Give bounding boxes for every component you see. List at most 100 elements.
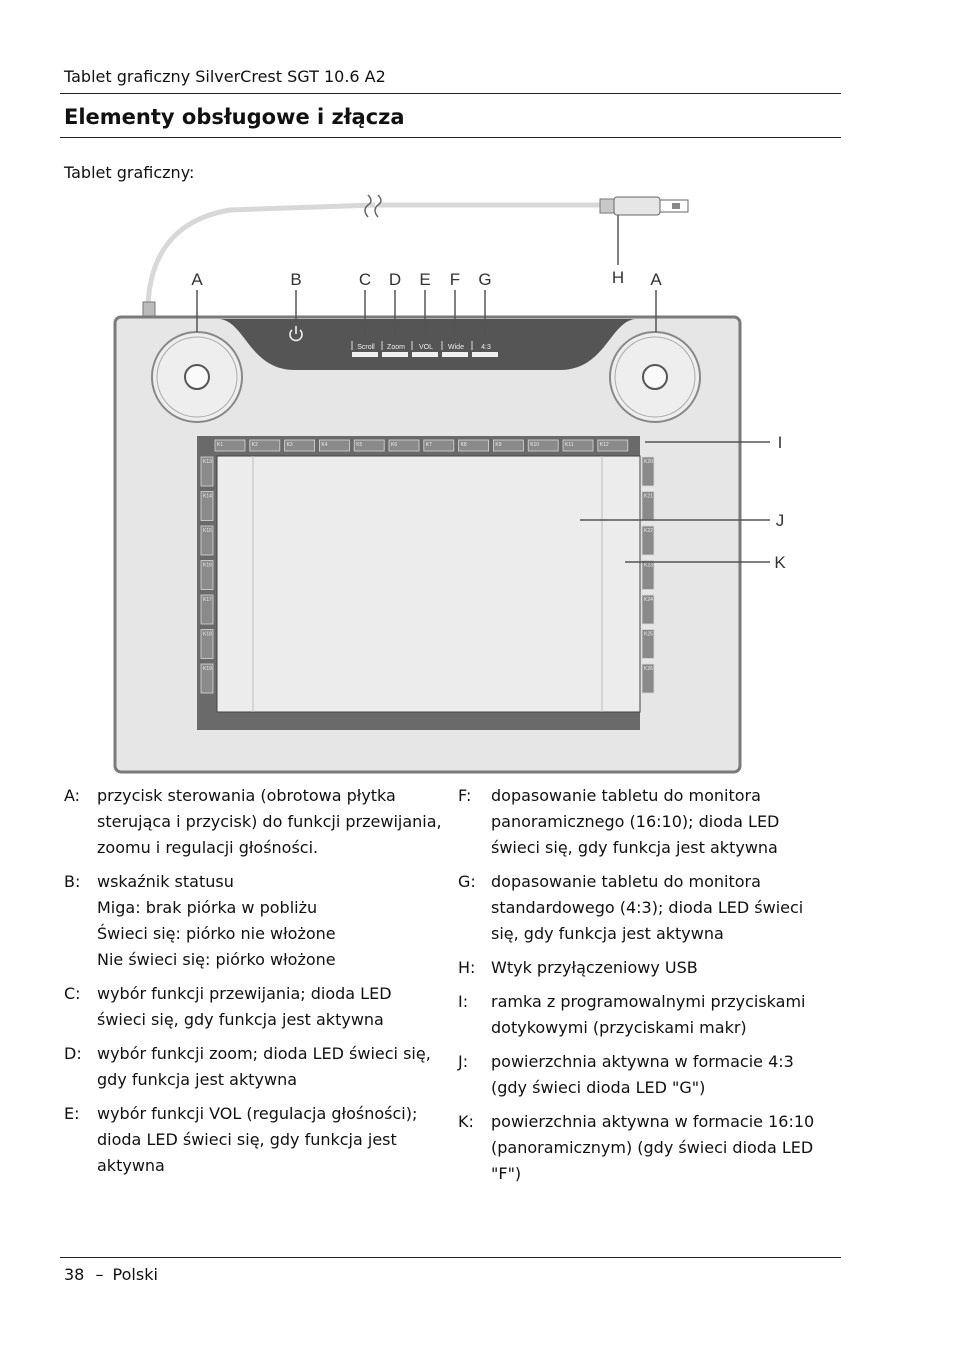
macro-key[interactable]: K13 [200, 456, 214, 487]
legend-line: świeci się, gdy funkcja jest aktywna [97, 1010, 384, 1029]
function-button-label: Scroll [357, 344, 375, 351]
macro-key[interactable]: K9 [492, 439, 524, 452]
control-strip [220, 319, 635, 370]
legend-key: A: [64, 786, 81, 805]
macro-key[interactable]: K23 [641, 560, 655, 590]
macro-key-label: K14 [203, 494, 212, 500]
macro-key[interactable]: K22 [641, 525, 655, 556]
legend-description: powierzchnia aktywna w formacie 4:3(gdy … [491, 1049, 828, 1101]
macro-key[interactable]: K11 [562, 439, 594, 452]
macro-key[interactable]: K24 [641, 594, 655, 625]
callout-lines [196, 215, 770, 563]
macro-key[interactable]: K16 [200, 560, 214, 590]
power-status-icon [289, 326, 303, 342]
legend-description: przycisk sterowania (obrotowa płytka ster… [97, 783, 444, 861]
macro-key[interactable]: K8 [458, 439, 490, 452]
callout-e: E [419, 270, 430, 289]
legend-line: zoomu i regulacji głośności. [97, 838, 319, 857]
legend-line: Świeci się: piórko nie włożone [97, 924, 336, 943]
macro-key-label: K25 [644, 632, 653, 638]
page-footer: 38 – Polski [64, 1265, 158, 1284]
cable-break-mark [364, 194, 382, 218]
legend-description: dopasowanie tabletu do monitora standardo… [491, 869, 828, 947]
function-button[interactable]: VOL [411, 341, 438, 357]
legend-line: powierzchnia aktywna w formacie 4:3 [491, 1052, 794, 1071]
callout-letters: A B C D E F G H A I J K [191, 268, 786, 572]
function-button[interactable]: Wide [441, 341, 468, 357]
legend-item: E: wybór funkcji VOL (regulacja głośności… [64, 1101, 444, 1179]
macro-key-label: K20 [644, 459, 653, 465]
macro-key-label: K12 [600, 442, 609, 448]
legend-line: standardowego (4:3); dioda LED świeci [491, 898, 804, 917]
macro-key[interactable]: K21 [641, 491, 655, 521]
macro-key[interactable]: K19 [200, 663, 214, 694]
control-dial-right[interactable] [609, 331, 701, 423]
macro-key-label: K7 [426, 442, 432, 448]
function-button[interactable]: 4:3 [471, 341, 498, 357]
legend-key: F: [458, 786, 472, 805]
macro-key[interactable]: K5 [353, 439, 385, 452]
macro-key-label: K19 [203, 666, 212, 672]
callout-k: K [774, 553, 786, 572]
macro-key[interactable]: K2 [249, 439, 281, 452]
macro-key[interactable]: K18 [200, 629, 214, 659]
macro-key[interactable]: K12 [597, 439, 629, 452]
macro-key-label: K9 [495, 442, 501, 448]
legend-key: C: [64, 984, 81, 1003]
function-button-label: Zoom [387, 344, 405, 351]
legend-description: wybór funkcji przewijania; dioda LED świe… [97, 981, 444, 1033]
legend-line: wskaźnik statusu [97, 872, 234, 891]
legend-line: świeci się, gdy funkcja jest aktywna [491, 838, 778, 857]
legend-line: dopasowanie tabletu do monitora [491, 786, 761, 805]
legend-line: Nie świeci się: piórko włożone [97, 950, 336, 969]
legend-line: Miga: brak piórka w pobliżu [97, 898, 318, 917]
macro-key[interactable]: K25 [641, 629, 655, 659]
macro-key[interactable]: K15 [200, 525, 214, 556]
legend-line: dotykowymi (przyciskami makr) [491, 1018, 747, 1037]
legend-item: C: wybór funkcji przewijania; dioda LED św… [64, 981, 444, 1033]
callout-h: H [612, 268, 624, 287]
callout-a-left: A [191, 270, 203, 289]
macro-key[interactable]: K10 [527, 439, 559, 452]
control-dial-left[interactable] [151, 331, 243, 423]
legend-description: wybór funkcji zoom; dioda LED świeci się… [97, 1041, 444, 1093]
usb-cable [145, 202, 376, 306]
callout-c: C [359, 270, 371, 289]
macro-key[interactable]: K17 [200, 594, 214, 625]
function-button[interactable]: Zoom [381, 341, 408, 357]
legend-line: wybór funkcji zoom; dioda LED świeci się… [97, 1044, 431, 1063]
legend-line: sterująca i przycisk) do funkcji przewij… [97, 812, 442, 831]
legend-item: K:powierzchnia aktywna w formacie 16:10(… [458, 1109, 828, 1187]
macro-key[interactable]: K1 [214, 439, 246, 452]
running-header: Tablet graficzny SilverCrest SGT 10.6 A2 [64, 67, 386, 86]
function-button[interactable]: Scroll [351, 341, 378, 357]
macro-key[interactable]: K6 [388, 439, 420, 452]
legend-key: J: [458, 1052, 469, 1071]
macro-key-label: K17 [203, 597, 212, 603]
legend-line: przycisk sterowania (obrotowa płytka [97, 786, 396, 805]
legend-key: E: [64, 1104, 80, 1123]
legend-item: H:Wtyk przyłączeniowy USB [458, 955, 828, 981]
macro-key[interactable]: K20 [641, 456, 655, 487]
macro-key[interactable]: K14 [200, 491, 214, 521]
macro-key[interactable]: K7 [423, 439, 455, 452]
legend-item: J: powierzchnia aktywna w formacie 4:3(gd… [458, 1049, 828, 1101]
macro-key-label: K13 [203, 459, 212, 465]
macro-key[interactable]: K3 [284, 439, 316, 452]
macro-key[interactable]: K4 [318, 439, 350, 452]
legend-line: "F") [491, 1164, 522, 1183]
legend-line: dopasowanie tabletu do monitora [491, 872, 761, 891]
callout-i: I [778, 433, 783, 452]
legend-line: wybór funkcji przewijania; dioda LED [97, 984, 392, 1003]
legend-description: wybór funkcji VOL (regulacja głośności);… [97, 1101, 444, 1179]
macro-key[interactable]: K26 [641, 663, 655, 694]
header-rule [60, 93, 841, 94]
macro-key-label: K15 [203, 528, 212, 534]
